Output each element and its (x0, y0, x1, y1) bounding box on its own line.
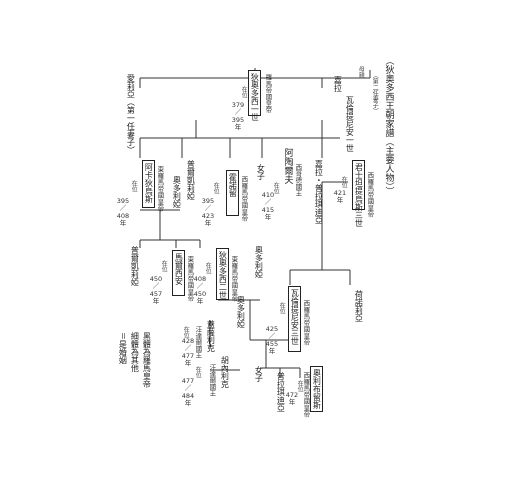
person-box-marcian: 馬爾西安 (172, 250, 185, 296)
person-daughter-1: 女子 (256, 164, 266, 180)
legend-marriage: ＝是婚姻 (118, 332, 128, 364)
reign-label-huneric: 在位 (194, 366, 202, 378)
person-honoria: 荷諾莉亞 (354, 290, 364, 322)
person-box-valentinian3: 瓦倫提尼安三世 (288, 286, 301, 352)
person-name-ataulf: 阿陶爾夫 (282, 148, 293, 184)
person-name-gaiseric: 蓋薩利克 (206, 320, 216, 352)
reign-label-ataulf: 在位 (272, 182, 280, 194)
person-name-honorius: 霍諾留 (228, 173, 238, 197)
person-box-theodosius2: 狄奧多西二世 (216, 248, 229, 300)
reign-label-theodosius2: 在位 (204, 262, 212, 274)
person-box-olybrius: 奧利布留斯 (310, 366, 323, 412)
reign-label-gaiseric: 在位 (182, 326, 190, 338)
reign-label-arcadius: 在位 (130, 180, 138, 192)
person-name-olybrius: 奧利布留斯 (312, 369, 322, 409)
person-title-ataulf: 西哥德國王 (293, 164, 302, 197)
reign-label-constantius3: 在位 (340, 176, 348, 188)
person-name-constantius3: 君士坦提烏斯三世 (354, 163, 364, 227)
person-title-olybrius: 西羅馬帝國皇帝 (301, 372, 310, 418)
person-title-theodosius2: 東羅馬帝國皇帝 (229, 256, 238, 302)
diagram-title: （狄奧多西王朝家譜（主要人物）） (383, 56, 394, 196)
reign-label-marcian: 在位 (160, 260, 168, 272)
person-title-huneric: 汪達爾國王 (207, 364, 216, 397)
person-box-honorius: 霍諾留 (226, 170, 239, 216)
reign-label-honorius: 在位 (212, 182, 220, 194)
person-title-marcian: 東羅馬帝國皇帝 (185, 256, 194, 302)
person-gala: 嘉拉 (333, 76, 343, 92)
person-name-theodosius1: 狄奧多西一世 (250, 73, 260, 121)
person-box-constantius3: 君士坦提烏斯三世 (352, 160, 365, 227)
person-name-arcadius: 阿卡狄烏斯 (144, 163, 154, 203)
person-first-wife: 愛莉亞（第一任妻子） (126, 74, 136, 154)
person-box-arcadius: 阿卡狄烏斯 (142, 160, 155, 208)
person-box-theodosius1: 狄奧多西一世 (248, 70, 261, 121)
person-daughter-2: 女子 (254, 366, 264, 382)
reign-label-theodosius1: 在位 (240, 86, 248, 98)
legend-bold: 黑體為羅馬皇帝 (142, 332, 152, 388)
person-title-gaiseric: 汪達爾國王 (193, 326, 202, 359)
person-placidia: 普拉琪迪亞 (276, 372, 286, 412)
person-name-huneric: 胡內利克 (220, 356, 230, 388)
person-valentinian1: 瓦倫提尼安一世 (345, 96, 355, 152)
person-mother-top: 母親 (357, 66, 365, 78)
second-wife-note: （第二任妻子） (371, 72, 379, 114)
person-pulcheria-top: 普爾凱莉婭 (186, 160, 196, 200)
reign-label-olybrius: 在位 (296, 380, 304, 392)
person-pulcheria-left: 普爾凱莉婭 (130, 246, 140, 286)
person-name-theodosius2: 狄奧多西二世 (218, 251, 228, 299)
person-name-marcian: 馬爾西安 (174, 253, 184, 285)
person-eudoxia-lower: 奧多利婭 (236, 296, 246, 328)
person-name-valentinian3: 瓦倫提尼安三世 (290, 289, 300, 345)
legend-thin: 細體為其他 (130, 332, 140, 372)
person-eudocia: 奧多利婭 (254, 246, 264, 278)
person-title-constantius3: 西羅馬帝國皇帝 (365, 172, 374, 218)
reign-label-valentinian3: 在位 (278, 302, 286, 314)
person-galla-placidia: 嘉拉・普拉琪迪亞 (314, 160, 324, 224)
person-eudoxia: 奧多利婭 (172, 176, 182, 208)
person-title-theodosius1: 羅馬帝國皇帝 (263, 74, 272, 113)
person-title-honorius: 西羅馬帝國皇帝 (239, 176, 248, 222)
person-title-valentinian3: 西羅馬帝國皇帝 (301, 300, 310, 346)
person-title-arcadius: 東羅馬帝國皇帝 (155, 166, 164, 212)
